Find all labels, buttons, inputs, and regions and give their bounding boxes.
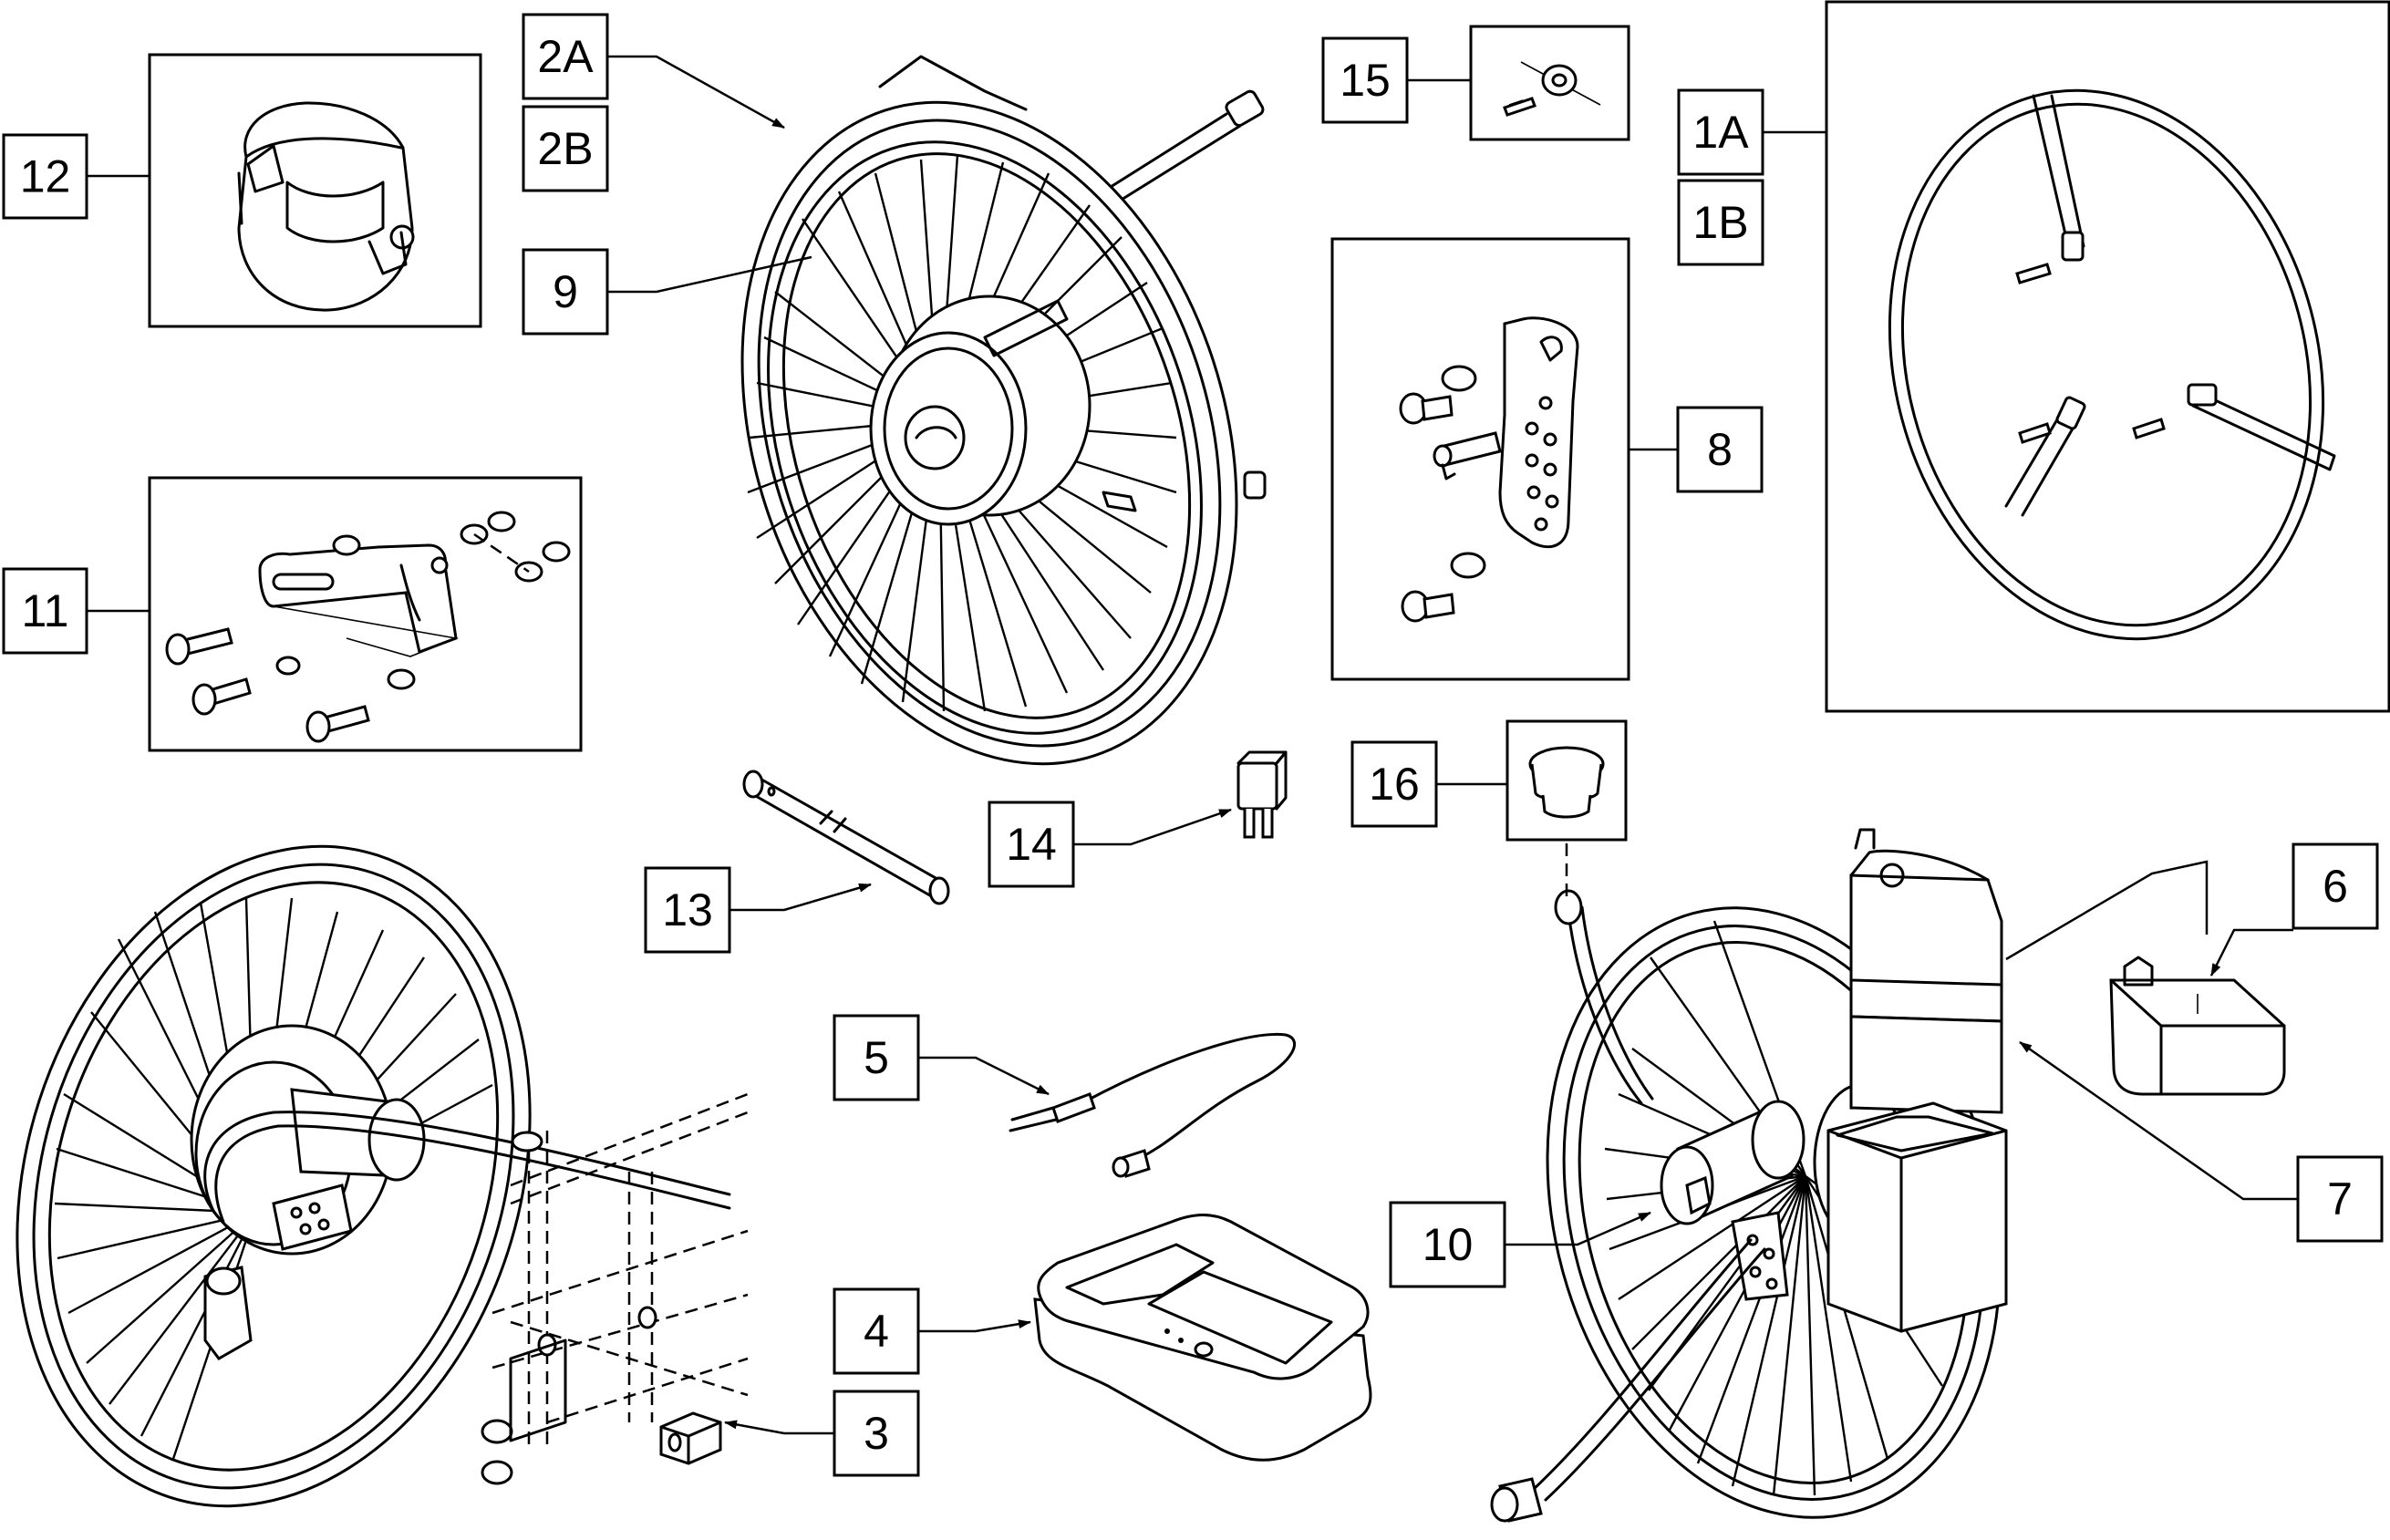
drive-wheel-assembly-left bbox=[16, 844, 749, 1508]
callout-8: 8 bbox=[1676, 406, 1764, 493]
callout-10-label: 10 bbox=[1423, 1219, 1474, 1270]
callout-5: 5 bbox=[833, 1014, 920, 1101]
callout-2a: 2A bbox=[522, 13, 609, 100]
callout-3-label: 3 bbox=[864, 1408, 889, 1459]
drive-wheel-assembly-right bbox=[1490, 828, 2008, 1523]
detail-frame-12 bbox=[148, 53, 482, 328]
battery-tray-part bbox=[2109, 956, 2286, 1096]
callout-12-label: 12 bbox=[20, 151, 71, 202]
callout-15-label: 15 bbox=[1340, 55, 1391, 106]
leader-lines bbox=[87, 55, 2298, 1435]
callout-16: 16 bbox=[1350, 740, 1438, 828]
mounting-plate-part bbox=[1399, 316, 1579, 623]
callout-14: 14 bbox=[988, 801, 1075, 888]
callout-5-label: 5 bbox=[864, 1032, 889, 1083]
callout-8-label: 8 bbox=[1707, 424, 1733, 475]
callout-9: 9 bbox=[522, 248, 609, 336]
callout-6-label: 6 bbox=[2323, 861, 2348, 912]
callout-13: 13 bbox=[644, 866, 731, 954]
drive-wheel-top bbox=[740, 55, 1267, 766]
callout-11-label: 11 bbox=[22, 585, 69, 636]
cap-part bbox=[1528, 746, 1605, 819]
bracket-hardware-part bbox=[165, 511, 571, 743]
callout-3: 3 bbox=[833, 1390, 920, 1477]
callout-2a-label: 2A bbox=[537, 31, 594, 82]
detail-frame-1 bbox=[1825, 0, 2390, 713]
detail-frame-16 bbox=[1505, 719, 1628, 842]
callout-4: 4 bbox=[833, 1287, 920, 1375]
callout-16-label: 16 bbox=[1369, 759, 1420, 810]
charger-part bbox=[1033, 1214, 1372, 1462]
callout-12: 12 bbox=[2, 133, 88, 220]
hub-cover-part bbox=[237, 101, 415, 312]
callout-14-label: 14 bbox=[1006, 819, 1057, 870]
callout-10: 10 bbox=[1389, 1201, 1506, 1288]
callout-9-label: 9 bbox=[553, 266, 578, 317]
set-collar-part bbox=[1503, 61, 1601, 117]
callout-1a: 1A bbox=[1677, 88, 1764, 176]
fuse-part bbox=[1236, 750, 1288, 839]
callout-11: 11 bbox=[2, 567, 88, 655]
callout-1b: 1B bbox=[1677, 179, 1764, 266]
callout-2b-label: 2B bbox=[537, 123, 593, 174]
callout-4-label: 4 bbox=[864, 1306, 889, 1357]
callout-1b-label: 1B bbox=[1692, 197, 1748, 248]
detail-frame-8 bbox=[1330, 237, 1630, 681]
callout-15: 15 bbox=[1321, 36, 1409, 124]
callout-13-label: 13 bbox=[662, 884, 713, 935]
power-cord-part bbox=[1009, 1032, 1297, 1178]
callout-1a-label: 1A bbox=[1692, 107, 1749, 158]
spacer-block-part bbox=[659, 1411, 722, 1465]
callout-7-label: 7 bbox=[2327, 1173, 2353, 1225]
axle-pin-part bbox=[742, 770, 950, 905]
detail-frame-15 bbox=[1469, 25, 1630, 141]
callout-7: 7 bbox=[2296, 1155, 2384, 1243]
detail-frame-11 bbox=[148, 476, 583, 752]
callout-6: 6 bbox=[2292, 842, 2379, 930]
hand-rim-part bbox=[1888, 88, 2336, 641]
callout-2b: 2B bbox=[522, 105, 609, 192]
